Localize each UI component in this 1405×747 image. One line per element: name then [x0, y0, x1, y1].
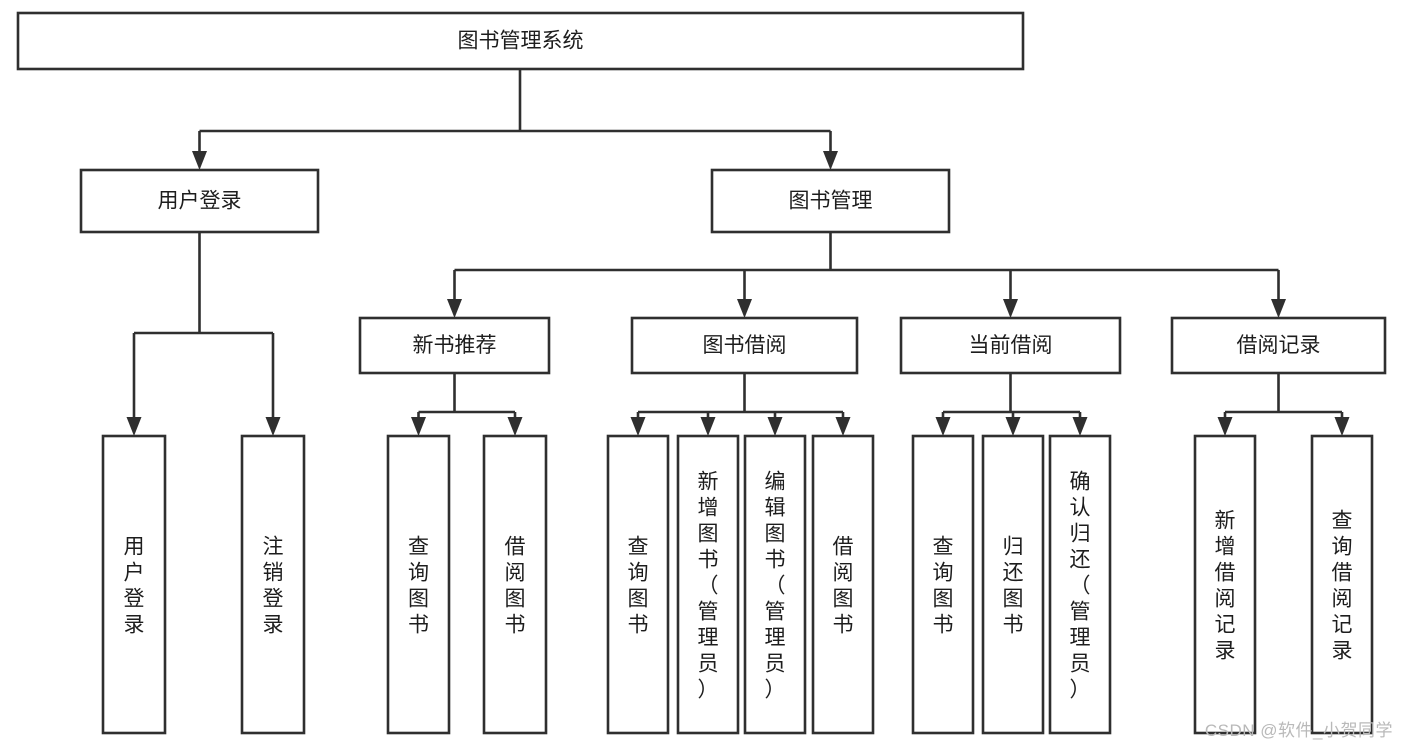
node-label: 用户登录: [158, 190, 242, 213]
node-box: [981, 434, 1045, 735]
node-leaf-查询借阅记录[interactable]: 查询借阅记录: [1310, 434, 1374, 735]
node-label: 图书管理系统: [458, 30, 584, 53]
arrow-head-icon: [192, 151, 207, 170]
node-label: 查询借阅记录: [1332, 510, 1353, 663]
arrow-head-icon: [1003, 299, 1018, 318]
node-leaf-新增图书管理员[interactable]: 新增图书（管理员）: [676, 434, 740, 735]
node-label: 查询图书: [628, 536, 649, 637]
node-root-图书管理系统[interactable]: 图书管理系统: [16, 11, 1025, 71]
arrow-head-icon: [126, 417, 142, 436]
arrow-head-icon: [1217, 417, 1233, 436]
node-label: 新书推荐: [413, 334, 497, 357]
node-label: 当前借阅: [969, 334, 1053, 357]
node-box: [811, 434, 875, 735]
node-level3-借阅记录[interactable]: 借阅记录: [1170, 316, 1387, 375]
node-box: [358, 316, 551, 375]
node-label: 借阅图书: [833, 536, 854, 637]
node-leaf-编辑图书管理员[interactable]: 编辑图书（管理员）: [743, 434, 807, 735]
arrow-head-icon: [700, 417, 716, 436]
node-box: [240, 434, 306, 735]
node-box: [911, 434, 975, 735]
node-box: [1193, 434, 1257, 735]
node-label: 查询图书: [408, 536, 429, 637]
node-label: 确认归还（管理员）: [1070, 471, 1091, 702]
arrow-head-icon: [767, 417, 783, 436]
arrow-head-icon: [1072, 417, 1088, 436]
node-box: [1310, 434, 1374, 735]
node-label: 查询图书: [933, 536, 954, 637]
arrow-head-icon: [835, 417, 851, 436]
connector-layer: [126, 69, 1350, 436]
node-leaf-借阅图书[interactable]: 借阅图书: [811, 434, 875, 735]
arrow-head-icon: [265, 417, 281, 436]
arrow-head-icon: [737, 299, 752, 318]
node-leaf-查询图书[interactable]: 查询图书: [911, 434, 975, 735]
arrow-head-icon: [823, 151, 838, 170]
node-layer: 图书管理系统用户登录图书管理新书推荐图书借阅当前借阅借阅记录用户登录注销登录查询…: [16, 11, 1387, 735]
node-label: 图书借阅: [703, 334, 787, 357]
node-box: [101, 434, 167, 735]
arrow-head-icon: [447, 299, 462, 318]
node-leaf-用户登录[interactable]: 用户登录: [101, 434, 167, 735]
node-box: [79, 168, 320, 234]
node-box: [482, 434, 548, 735]
node-box: [676, 434, 740, 735]
node-box: [386, 434, 451, 735]
node-leaf-新增借阅记录[interactable]: 新增借阅记录: [1193, 434, 1257, 735]
arrow-head-icon: [507, 417, 523, 436]
node-leaf-确认归还管理员[interactable]: 确认归还（管理员）: [1048, 434, 1112, 735]
node-level3-当前借阅[interactable]: 当前借阅: [899, 316, 1122, 375]
node-box: [16, 11, 1025, 71]
arrow-head-icon: [1005, 417, 1021, 436]
node-label: 新增图书（管理员）: [698, 471, 719, 702]
node-level2-图书管理[interactable]: 图书管理: [710, 168, 951, 234]
node-level2-用户登录[interactable]: 用户登录: [79, 168, 320, 234]
node-label: 借阅图书: [505, 536, 526, 637]
arrow-head-icon: [935, 417, 951, 436]
node-leaf-归还图书[interactable]: 归还图书: [981, 434, 1045, 735]
arrow-head-icon: [630, 417, 646, 436]
node-level3-图书借阅[interactable]: 图书借阅: [630, 316, 859, 375]
node-box: [899, 316, 1122, 375]
arrow-head-icon: [1271, 299, 1286, 318]
node-label: 用户登录: [124, 536, 145, 637]
node-leaf-查询图书[interactable]: 查询图书: [606, 434, 670, 735]
node-box: [1170, 316, 1387, 375]
node-leaf-注销登录[interactable]: 注销登录: [240, 434, 306, 735]
arrow-head-icon: [411, 417, 426, 436]
node-box: [606, 434, 670, 735]
watermark-text: CSDN @软件_小贺同学: [1204, 721, 1393, 740]
node-label: 注销登录: [263, 536, 284, 637]
node-leaf-借阅图书[interactable]: 借阅图书: [482, 434, 548, 735]
node-label: 借阅记录: [1237, 334, 1321, 357]
node-leaf-查询图书[interactable]: 查询图书: [386, 434, 451, 735]
node-label: 新增借阅记录: [1215, 510, 1236, 663]
node-box: [743, 434, 807, 735]
node-box: [630, 316, 859, 375]
node-box: [1048, 434, 1112, 735]
node-label: 图书管理: [789, 190, 873, 213]
arrow-head-icon: [1334, 417, 1350, 436]
node-box: [710, 168, 951, 234]
node-level3-新书推荐[interactable]: 新书推荐: [358, 316, 551, 375]
node-label: 归还图书: [1003, 536, 1024, 637]
node-label: 编辑图书（管理员）: [765, 471, 786, 702]
